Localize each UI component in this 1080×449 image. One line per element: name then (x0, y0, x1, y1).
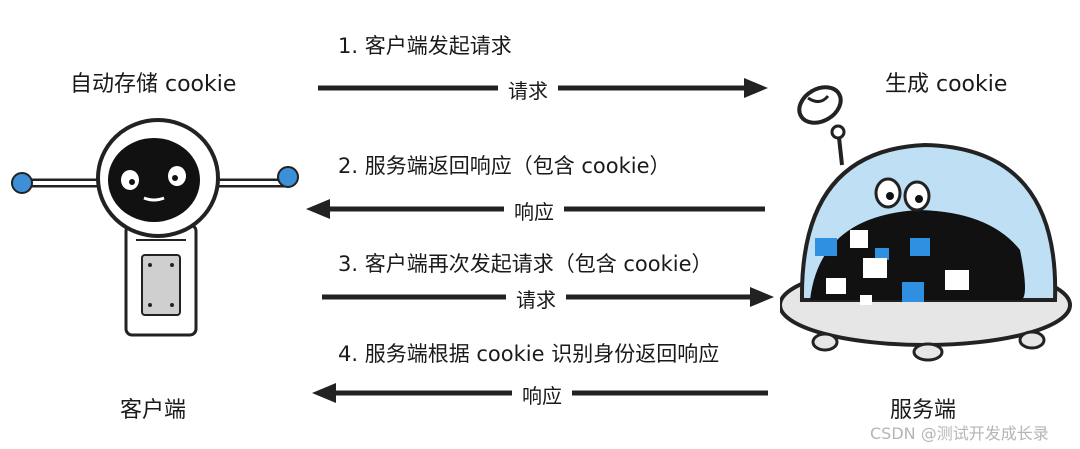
arrow-label-step-4: 响应 (512, 380, 572, 409)
arrow-label-step-3: 请求 (506, 284, 566, 313)
watermark: CSDN @测试开发成长录 (870, 420, 1049, 444)
arrow-label-step-1: 请求 (498, 75, 558, 104)
arrow-label-step-2: 响应 (504, 196, 564, 225)
